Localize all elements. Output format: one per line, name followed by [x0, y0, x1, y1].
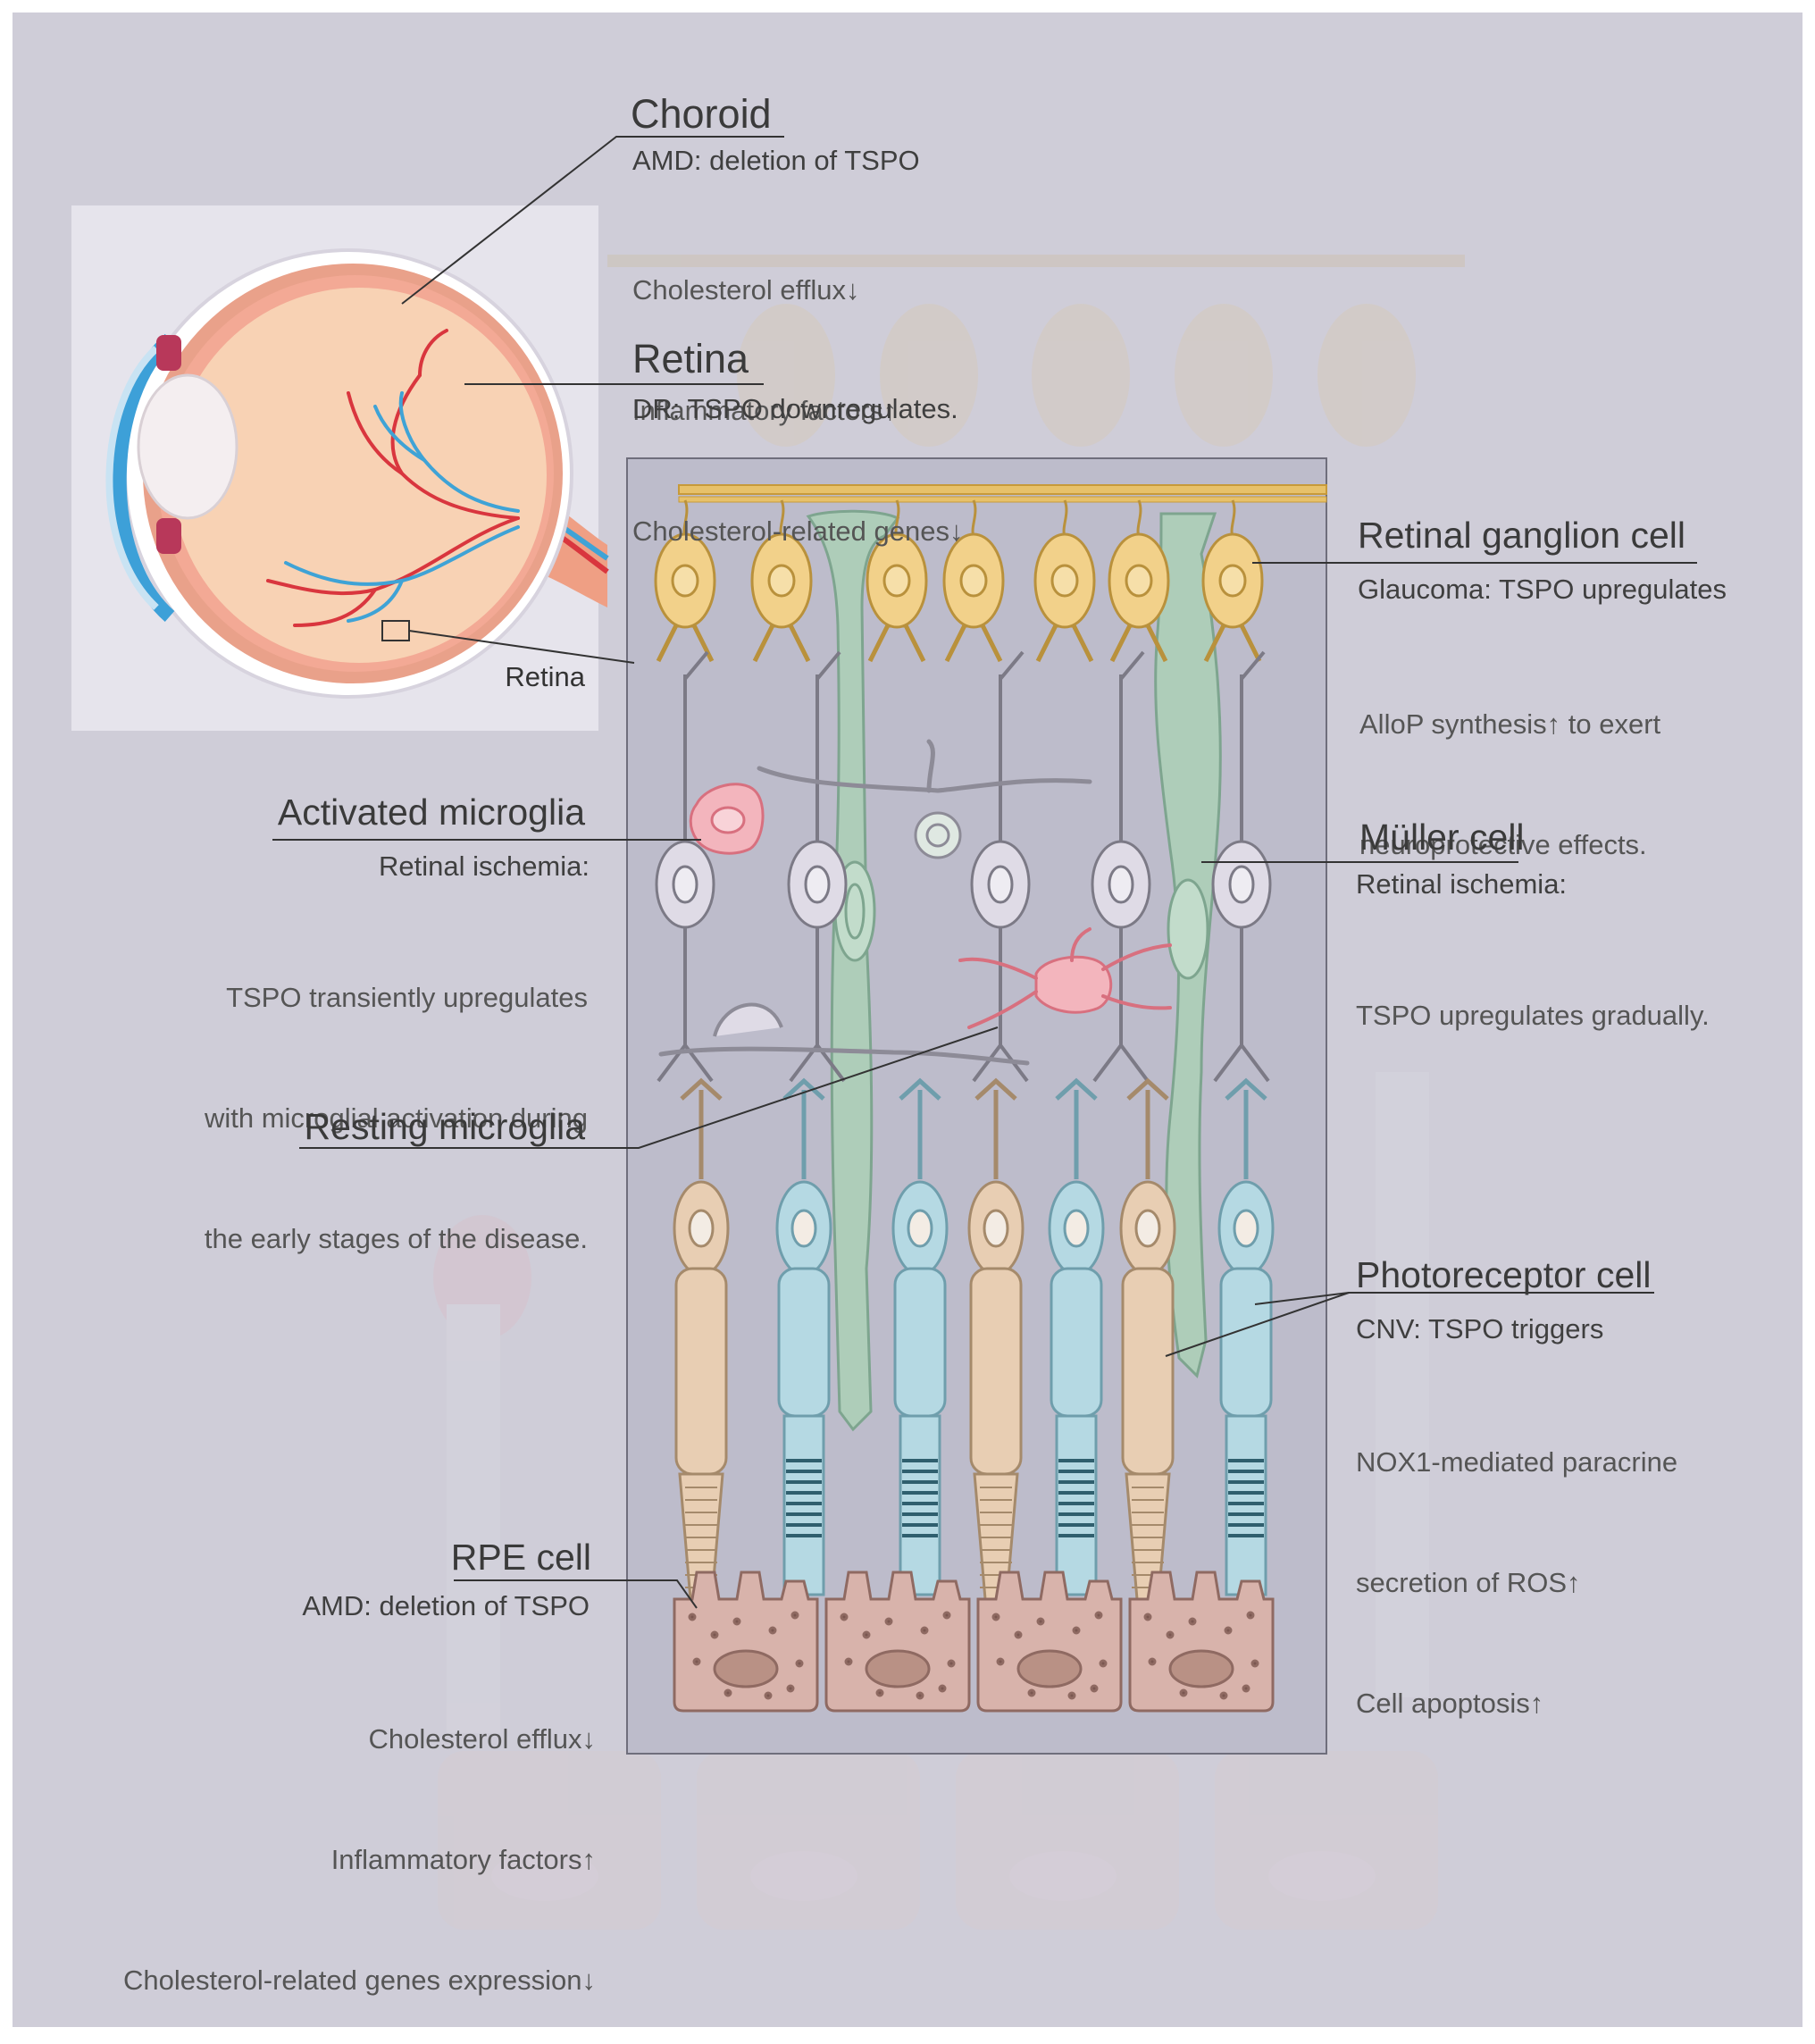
- retina-panel: [626, 457, 1327, 1755]
- ganglion-cell: [750, 499, 813, 663]
- photoreceptor-effects: NOX1-mediated paracrine secretion of ROS…: [1356, 1361, 1677, 1763]
- choroid-effects: Cholesterol efflux↓ Inflammatory factors…: [632, 189, 964, 591]
- activated-microglia-subtitle: Retinal ischemia:: [378, 850, 590, 882]
- rod-photoreceptor: [891, 1077, 949, 1596]
- photoreceptor-subtitle: CNV: TSPO triggers: [1356, 1313, 1604, 1345]
- activated-microglia-effects: TSPO transiently upregulates with microg…: [89, 897, 588, 1299]
- faded-background-art: [433, 255, 1465, 1930]
- nerve-fiber-layer: [678, 484, 1327, 495]
- retina-subtitle: DR: TSPO downregulates.: [632, 393, 958, 424]
- cone-photoreceptor: [1119, 1077, 1176, 1601]
- choroid-effect-line: Cholesterol-related genes↓: [632, 515, 964, 547]
- photoreceptor-effect-line: Cell apoptosis↑: [1356, 1688, 1544, 1719]
- rpe-subtitle: AMD: deletion of TSPO: [302, 1590, 590, 1621]
- ganglion-cell: [654, 499, 716, 663]
- photoreceptor-effect-line: secretion of ROS↑: [1356, 1567, 1581, 1598]
- photoreceptor-effect-line: NOX1-mediated paracrine: [1356, 1446, 1678, 1478]
- rpe-cell: [824, 1571, 971, 1713]
- muller-effect-line: TSPO upregulates gradually.: [1356, 1000, 1710, 1031]
- ganglion-cell: [942, 499, 1005, 663]
- choroid-effect-line: Inflammatory factors↑: [632, 395, 898, 426]
- choroid-effect-line: Cholesterol efflux↓: [632, 274, 860, 306]
- ganglion-cells: [654, 499, 1264, 663]
- bipolar-cell: [970, 650, 1031, 1083]
- activated-microglia-title: Activated microglia: [277, 792, 585, 833]
- resting-microglia-title: Resting microglia: [304, 1106, 585, 1147]
- inset-retina-label: Retina: [505, 661, 585, 692]
- choroid-subtitle: AMD: deletion of TSPO: [632, 145, 920, 176]
- rpe-effect-line: Cholesterol-related genes expression↓: [122, 1964, 596, 1996]
- photoreceptor-leader-branch: [1254, 1292, 1350, 1305]
- bipolar-cell: [1091, 650, 1151, 1083]
- bipolar-cell: [787, 650, 848, 1083]
- photoreceptor-title: Photoreceptor cell: [1356, 1254, 1652, 1295]
- bipolar-cell: [655, 650, 715, 1083]
- photoreceptor-cells: [673, 1077, 1275, 1601]
- activated-microglia-effect-line: the early stages of the disease.: [204, 1223, 588, 1254]
- rpe-cell: [976, 1571, 1123, 1713]
- rpe-effect-line: Cholesterol efflux↓: [368, 1723, 596, 1755]
- muller-subtitle: Retinal ischemia:: [1356, 868, 1568, 900]
- ganglion-subtitle: Glaucoma: TSPO upregulates: [1358, 574, 1727, 605]
- muller-title: Müller cell: [1359, 817, 1525, 858]
- muller-effects: TSPO upregulates gradually.: [1356, 915, 1710, 1076]
- rpe-effects: Cholesterol efflux↓ Inflammatory factors…: [54, 1638, 596, 2040]
- ganglion-cell: [1201, 499, 1264, 663]
- eye-illustration: [105, 248, 609, 699]
- rod-photoreceptor: [775, 1077, 832, 1596]
- rpe-title: RPE cell: [450, 1537, 591, 1578]
- rod-photoreceptor: [1217, 1077, 1275, 1596]
- cone-photoreceptor: [967, 1077, 1025, 1601]
- rod-photoreceptor: [1048, 1077, 1105, 1596]
- ganglion-title: Retinal ganglion cell: [1358, 515, 1685, 556]
- rpe-leader: [597, 1579, 698, 1609]
- inset-retina-leader: [408, 630, 635, 664]
- ganglion-effects: AlloP synthesis↑ to exert neuroprotectiv…: [1359, 624, 1660, 905]
- rpe-effect-line: Inflammatory factors↑: [330, 1844, 596, 1875]
- activated-microglia-cell: [689, 783, 765, 855]
- rpe-cells: [673, 1571, 1275, 1713]
- activated-microglia-effect-line: with microglial activation during: [204, 1102, 588, 1134]
- rpe-cell: [673, 1571, 819, 1713]
- resting-microglia-cell: [958, 927, 1172, 1029]
- choroid-title: Choroid: [631, 91, 772, 137]
- cone-photoreceptor: [673, 1077, 730, 1601]
- retina-cells: [654, 484, 1327, 1713]
- ganglion-effect-line: neuroprotective effects.: [1359, 829, 1647, 860]
- activated-microglia-effect-line: TSPO transiently upregulates: [226, 982, 588, 1013]
- ganglion-cell: [1108, 499, 1170, 663]
- ganglion-cell: [1033, 499, 1096, 663]
- retina-title: Retina: [632, 336, 749, 381]
- ganglion-cell: [866, 499, 928, 663]
- leader-underlines: [272, 136, 1697, 1581]
- rpe-cell: [1128, 1571, 1275, 1713]
- ganglion-effect-line: AlloP synthesis↑ to exert: [1359, 708, 1661, 740]
